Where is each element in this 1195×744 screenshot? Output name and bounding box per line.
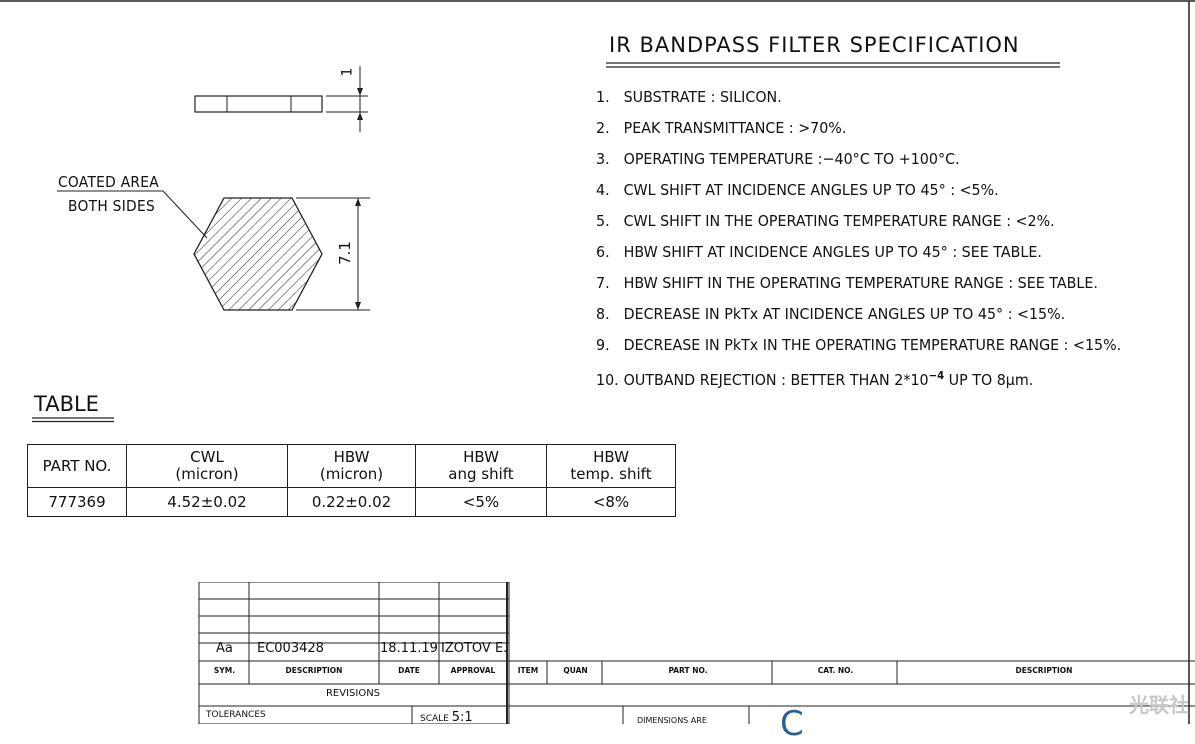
table-heading: TABLE xyxy=(34,392,99,416)
spec-item: 5.CWL SHIFT IN THE OPERATING TEMPERATURE… xyxy=(596,212,1055,230)
spec-item: 8.DECREASE IN PkTx AT INCIDENCE ANGLES U… xyxy=(596,305,1066,323)
cell-part-no: 777369 xyxy=(27,487,127,517)
col-desc: DESCRIPTION xyxy=(285,666,343,675)
header-hbw: HBW(micron) xyxy=(287,444,416,488)
scale-label: SCALE 5:1 xyxy=(420,710,473,725)
scale-value: 5:1 xyxy=(451,710,473,725)
rev-approval: IZOTOV E. xyxy=(441,641,508,656)
cell-ang-shift: <5% xyxy=(415,487,547,517)
side-view-drawing xyxy=(194,66,368,132)
cell-cwl: 4.52±0.02 xyxy=(126,487,288,517)
coated-leader xyxy=(57,190,208,239)
bom-item: ITEM xyxy=(517,666,539,675)
spec-title: IR BANDPASS FILTER SPECIFICATION xyxy=(609,33,1020,57)
bom-part: PART NO. xyxy=(668,666,708,675)
revisions-grid xyxy=(198,582,1195,724)
spec-title-underline xyxy=(606,62,1060,68)
spec-item: 2.PEAK TRANSMITTANCE : >70%. xyxy=(596,119,847,137)
revisions-label: REVISIONS xyxy=(325,688,381,699)
rev-desc: EC003428 xyxy=(257,641,324,656)
dim-thickness: 1 xyxy=(339,67,356,77)
header-cwl: CWL(micron) xyxy=(126,444,288,488)
bom-desc: DESCRIPTION xyxy=(1015,666,1073,675)
exponent: −4 xyxy=(928,369,945,382)
tolerances-label: TOLERANCES xyxy=(206,710,266,720)
spec-item: 1.SUBSTRATE : SILICON. xyxy=(596,88,782,106)
header-part-no: PART NO. xyxy=(27,444,127,488)
spec-item: 4.CWL SHIFT AT INCIDENCE ANGLES UP TO 45… xyxy=(596,181,999,199)
bom-cat: CAT. NO. xyxy=(817,666,854,675)
col-date: DATE xyxy=(398,666,420,675)
spec-list: 1.SUBSTRATE : SILICON. 2.PEAK TRANSMITTA… xyxy=(596,86,1167,396)
spec-item: 9.DECREASE IN PkTx IN THE OPERATING TEMP… xyxy=(596,336,1122,354)
watermark: 光联社 xyxy=(1129,693,1189,717)
dims-label: DIMENSIONS ARE xyxy=(637,716,707,725)
spec-item: 7.HBW SHIFT IN THE OPERATING TEMPERATURE… xyxy=(596,274,1098,292)
company-name: C xyxy=(780,704,806,744)
cell-temp-shift: <8% xyxy=(546,487,676,517)
dim-height: 7.1 xyxy=(335,241,354,265)
spec-item: 3.OPERATING TEMPERATURE :−40°C TO +100°C… xyxy=(596,150,960,168)
frame-lines xyxy=(0,0,1195,724)
rev-sym: Aa xyxy=(216,641,233,656)
hexagon-drawing xyxy=(193,197,370,311)
cell-hbw: 0.22±0.02 xyxy=(287,487,416,517)
spec-item: 6.HBW SHIFT AT INCIDENCE ANGLES UP TO 45… xyxy=(596,243,1042,261)
bom-quan: QUAN xyxy=(563,666,588,675)
col-sym: SYM. xyxy=(213,666,236,675)
table-heading-underline xyxy=(32,417,114,423)
rev-date: 18.11.19 xyxy=(380,641,438,656)
col-approval: APPROVAL xyxy=(450,666,496,675)
table-row: 777369 4.52±0.02 0.22±0.02 <5% <8% xyxy=(27,487,676,517)
spec-item: 10.OUTBAND REJECTION : BETTER THAN 2*10−… xyxy=(596,369,1034,390)
coated-label-2: BOTH SIDES xyxy=(68,197,155,215)
coated-label: COATED AREA xyxy=(58,173,160,191)
